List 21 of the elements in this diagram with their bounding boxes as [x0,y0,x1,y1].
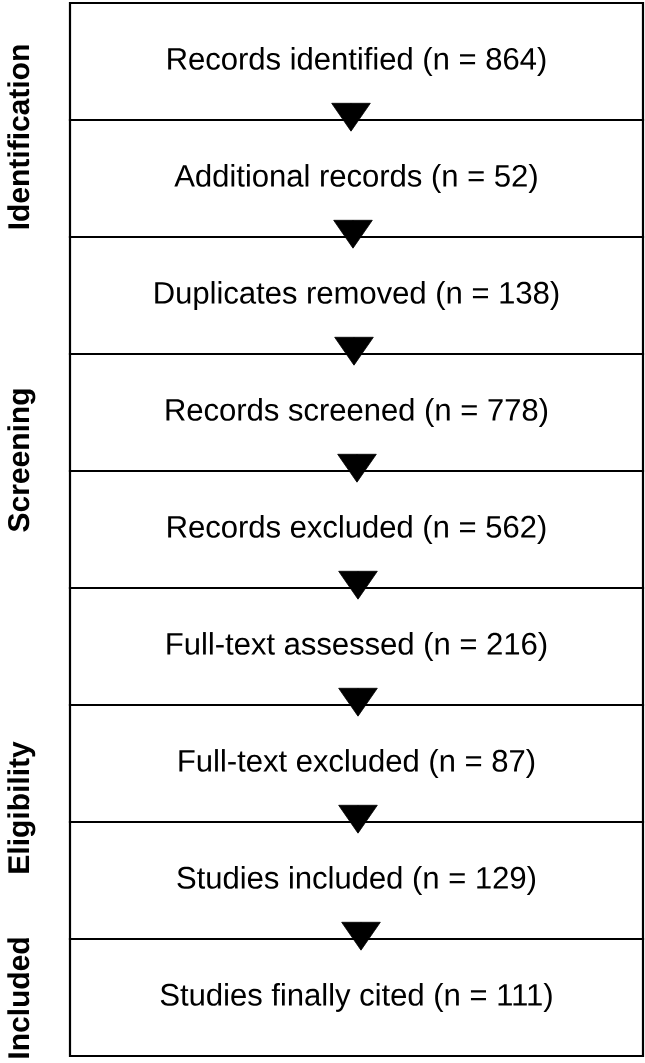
arrow [334,336,374,366]
process-box: Records excluded (n = 562) [68,469,645,590]
process-box: Records screened (n = 778) [68,352,645,473]
phase-label: Included [7,938,30,1058]
arrow [338,687,378,717]
process-box: Duplicates removed (n = 138) [68,235,645,356]
process-box: Studies included (n = 129) [68,820,645,941]
arrow [338,570,378,600]
phase-label: Identification [7,45,30,229]
arrow [341,921,381,951]
arrow [338,804,378,834]
process-box: Full-text assessed (n = 216) [68,586,645,707]
process-box: Additional records (n = 52) [68,118,645,239]
process-box: Full-text excluded (n = 87) [68,703,645,824]
process-box: Studies finally cited (n = 111) [68,937,645,1058]
arrow [337,453,377,483]
phase-label: Eligibility [7,741,36,873]
arrow [333,219,373,249]
arrow [331,102,371,132]
process-box: Records identified (n = 864) [68,1,645,122]
phase-label: Screening [7,389,36,532]
